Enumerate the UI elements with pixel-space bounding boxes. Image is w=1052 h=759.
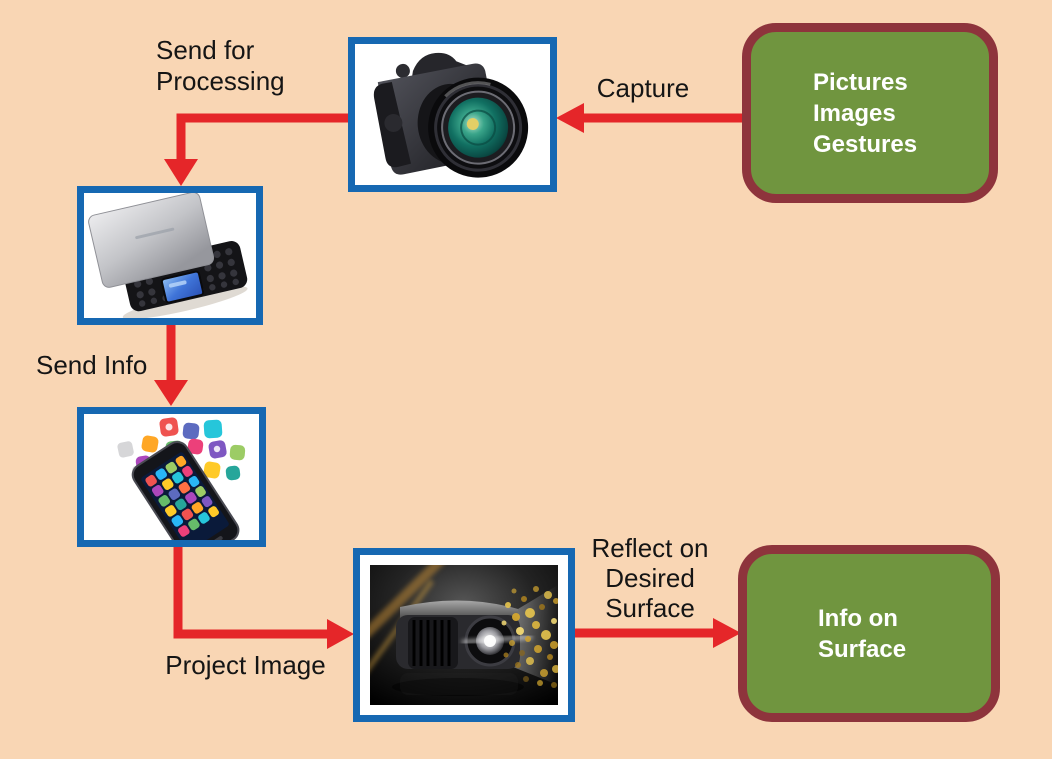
projector-photo-icon [370,565,558,705]
send-info-label: Send Info [36,350,148,380]
capture-label: Capture [596,73,690,103]
input-terminal: Pictures Images Gestures [742,23,998,203]
dslr-camera-photo-icon [373,52,529,178]
capture-arrow [556,103,748,133]
smartphone-apps-photo-icon [117,417,246,540]
input-terminal-label: Pictures Images Gestures [813,68,918,158]
reflect-on-desired-surface-label: Reflect on Desired Surface [591,533,709,623]
processing-device-photo-icon [88,193,248,318]
project-image-arrow [173,540,354,649]
send-for-processing-arrow [164,113,354,186]
output-terminal: Info on Surface [738,545,1000,722]
send-for-processing-label: Send for Processing [156,35,285,96]
projector-node [353,548,575,722]
output-terminal-label: Info on Surface [818,604,907,663]
camera-node [348,37,557,192]
project-image-label: Project Image [165,650,326,680]
processor-node [77,186,263,325]
smartphone-node [77,407,266,547]
